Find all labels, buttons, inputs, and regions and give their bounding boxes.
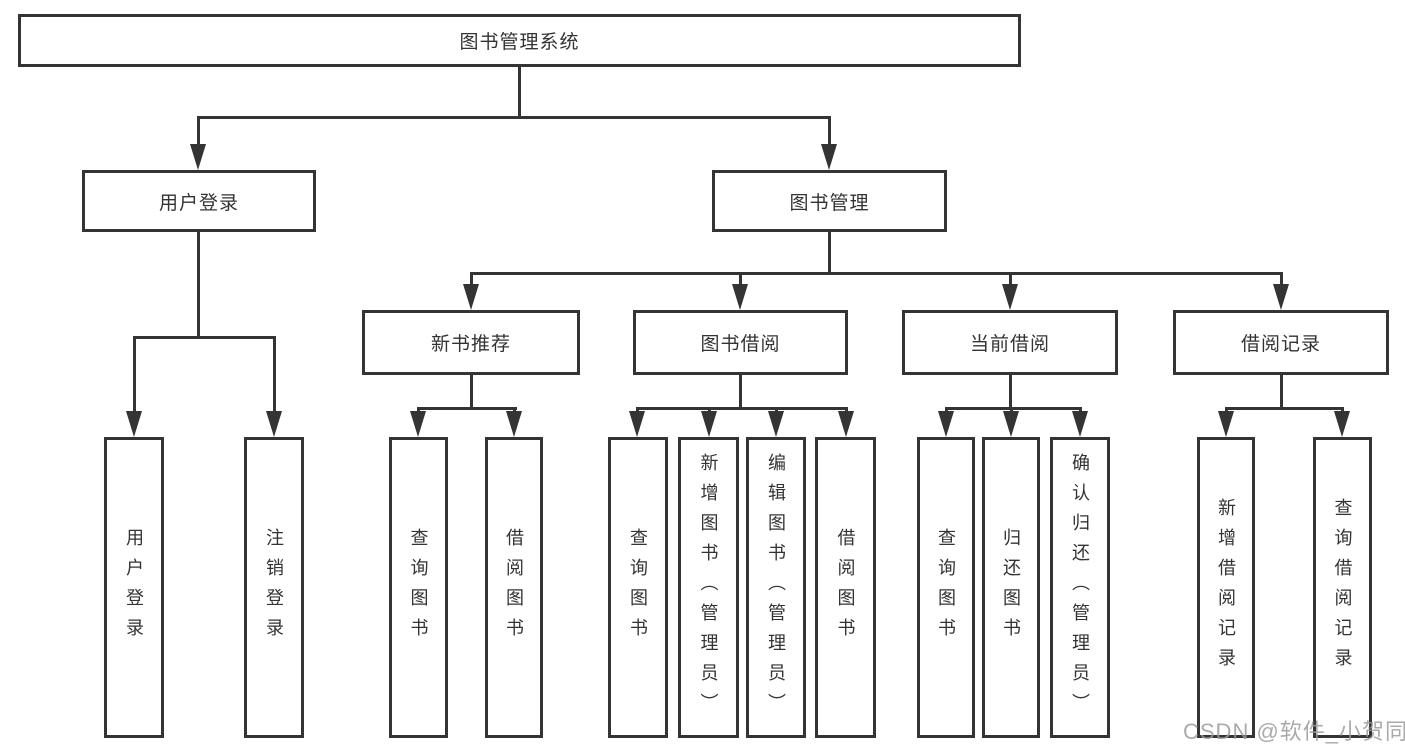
connector-vline bbox=[828, 232, 831, 275]
leaf-confirm-return-admin: 确认归还（管理员） bbox=[1050, 437, 1110, 738]
leaf-borrow-books-recommend: 借阅图书 bbox=[485, 437, 543, 738]
node-label: 图书借阅 bbox=[700, 334, 781, 355]
node-label: 归还图书 bbox=[1001, 527, 1021, 648]
arrowhead bbox=[629, 411, 645, 437]
node-label: 借阅图书 bbox=[504, 527, 524, 648]
arrowhead bbox=[938, 411, 954, 437]
connector-vline bbox=[470, 375, 473, 410]
arrowhead bbox=[821, 144, 837, 170]
arrowhead bbox=[1334, 411, 1350, 437]
node-label: 用户登录 bbox=[158, 192, 239, 214]
connector-hline bbox=[636, 407, 848, 410]
arrowhead bbox=[1072, 411, 1088, 437]
node-label: 查询借阅记录 bbox=[1332, 497, 1353, 678]
leaf-user-login: 用户登录 bbox=[104, 437, 164, 738]
connector-vline bbox=[828, 117, 831, 152]
node-label: 新增图书（管理员） bbox=[698, 452, 719, 723]
arrowhead bbox=[126, 411, 142, 437]
node-label: 用户登录 bbox=[124, 527, 144, 648]
connector-hline bbox=[133, 336, 276, 339]
leaf-query-books-recommend: 查询图书 bbox=[389, 437, 448, 738]
leaf-query-books-current: 查询图书 bbox=[917, 437, 975, 738]
connector-vline bbox=[1009, 375, 1012, 410]
arrowhead bbox=[1218, 411, 1234, 437]
node-label: 借阅图书 bbox=[835, 527, 856, 648]
node-label: 编辑图书（管理员） bbox=[766, 452, 786, 723]
node-user-login: 用户登录 bbox=[82, 170, 316, 232]
arrowhead bbox=[768, 411, 784, 437]
node-current-borrow: 当前借阅 bbox=[902, 310, 1118, 375]
connector-vline bbox=[739, 273, 742, 291]
leaf-query-books-borrow: 查询图书 bbox=[608, 437, 668, 738]
node-borrow-records: 借阅记录 bbox=[1173, 310, 1389, 375]
node-new-book-recommend: 新书推荐 bbox=[362, 310, 580, 375]
node-label: 图书管理 bbox=[789, 192, 870, 214]
node-book-borrow: 图书借阅 bbox=[633, 310, 848, 375]
node-label: 注销登录 bbox=[264, 527, 284, 648]
arrowhead bbox=[463, 284, 479, 310]
connector-hline bbox=[945, 407, 1082, 410]
connector-vline bbox=[197, 117, 200, 152]
node-label: 新书推荐 bbox=[430, 334, 511, 355]
connector-vline bbox=[739, 375, 742, 410]
arrowhead bbox=[410, 411, 426, 437]
node-book-management: 图书管理 bbox=[712, 170, 947, 232]
node-label: 查询图书 bbox=[628, 527, 648, 648]
leaf-borrow-books: 借阅图书 bbox=[815, 437, 876, 738]
leaf-edit-books-admin: 编辑图书（管理员） bbox=[746, 437, 806, 738]
arrowhead bbox=[838, 411, 854, 437]
arrowhead bbox=[190, 144, 206, 170]
connector-vline bbox=[470, 273, 473, 291]
node-label: 图书管理系统 bbox=[459, 32, 580, 53]
connector-hline bbox=[470, 272, 1283, 275]
connector-vline bbox=[1280, 273, 1283, 291]
connector-vline bbox=[518, 67, 521, 119]
node-root: 图书管理系统 bbox=[18, 14, 1021, 67]
connector-vline bbox=[273, 337, 276, 417]
leaf-add-books-admin: 新增图书（管理员） bbox=[678, 437, 739, 738]
connector-vline bbox=[1280, 375, 1283, 410]
node-label: 确认归还（管理员） bbox=[1070, 452, 1090, 723]
connector-hline bbox=[417, 407, 517, 410]
connector-vline bbox=[133, 337, 136, 417]
arrowhead bbox=[506, 411, 522, 437]
connector-hline bbox=[197, 116, 831, 119]
leaf-logout: 注销登录 bbox=[244, 437, 304, 738]
arrowhead bbox=[266, 411, 282, 437]
node-label: 查询图书 bbox=[936, 527, 956, 648]
arrowhead bbox=[1273, 284, 1289, 310]
connector-hline bbox=[1225, 407, 1344, 410]
node-label: 借阅记录 bbox=[1240, 334, 1321, 355]
connector-vline bbox=[197, 232, 200, 339]
node-label: 新增借阅记录 bbox=[1216, 497, 1236, 678]
leaf-query-borrow-record: 查询借阅记录 bbox=[1313, 437, 1372, 738]
connector-vline bbox=[1009, 273, 1012, 291]
node-label: 当前借阅 bbox=[969, 334, 1050, 355]
arrowhead bbox=[1002, 284, 1018, 310]
arrowhead bbox=[1003, 411, 1019, 437]
leaf-return-books: 归还图书 bbox=[982, 437, 1040, 738]
watermark: CSDN @软件_小贺同学 bbox=[1183, 719, 1405, 744]
node-label: 查询图书 bbox=[408, 527, 429, 648]
leaf-add-borrow-record: 新增借阅记录 bbox=[1197, 437, 1255, 738]
arrowhead bbox=[732, 284, 748, 310]
arrowhead bbox=[701, 411, 717, 437]
